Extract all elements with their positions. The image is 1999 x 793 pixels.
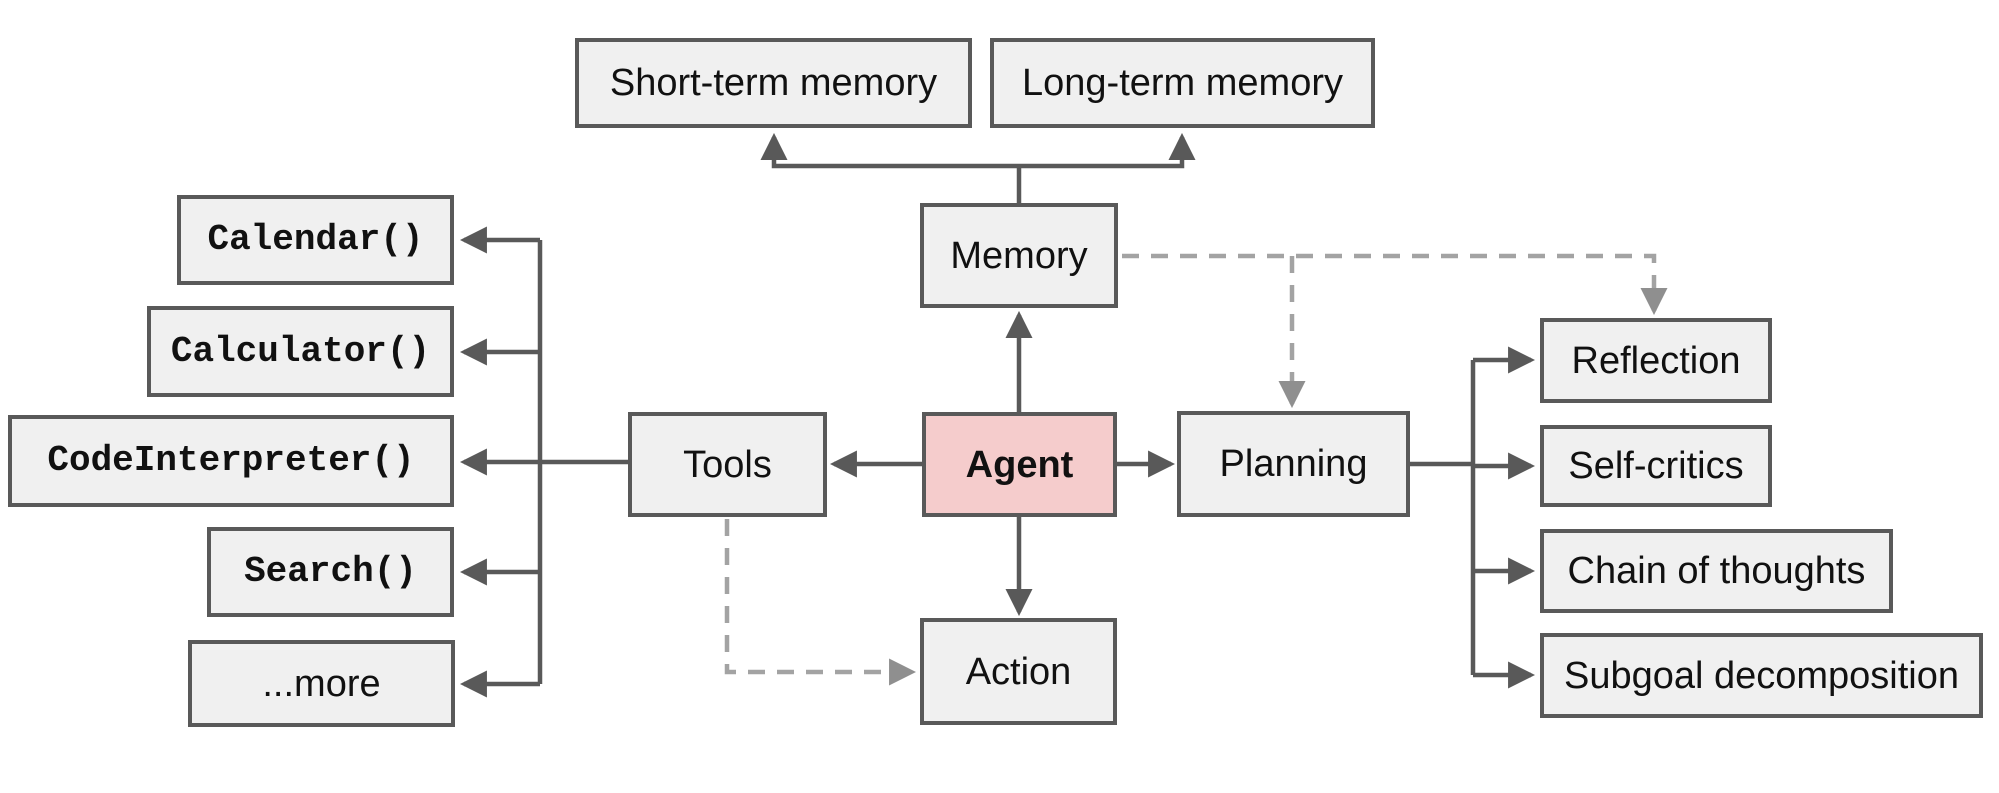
- node-long-term-memory: Long-term memory: [990, 38, 1375, 128]
- node-planning: Planning: [1177, 411, 1410, 517]
- node-action: Action: [920, 618, 1117, 725]
- node-memory: Memory: [920, 203, 1118, 308]
- node-tools: Tools: [628, 412, 827, 517]
- edge-memory-long-term-arrow: [1019, 132, 1196, 169]
- node-subgoal-decomposition: Subgoal decomposition: [1540, 633, 1983, 718]
- edge-tools-action-dashed-arrow: [724, 519, 917, 686]
- node-chain-of-thoughts: Chain of thoughts: [1540, 529, 1893, 613]
- node-calendar: Calendar(): [177, 195, 454, 285]
- node-agent: Agent: [922, 412, 1117, 517]
- edge-memory-reflection-dashed-arrow: [1122, 253, 1668, 316]
- node-more: ...more: [188, 640, 455, 727]
- node-self-critics: Self-critics: [1540, 425, 1772, 507]
- node-reflection: Reflection: [1540, 318, 1772, 403]
- edge-memory-short-term-arrow: [760, 132, 1019, 169]
- node-calculator: Calculator(): [147, 306, 454, 397]
- node-short-term-memory: Short-term memory: [575, 38, 972, 128]
- node-search: Search(): [207, 527, 454, 617]
- node-code-interpreter: CodeInterpreter(): [8, 415, 454, 507]
